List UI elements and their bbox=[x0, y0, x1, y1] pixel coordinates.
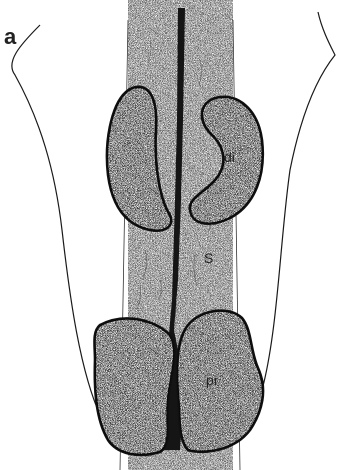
label-septum: S bbox=[204, 250, 213, 266]
proximal-element-right bbox=[177, 311, 263, 452]
label-distal: di bbox=[224, 149, 235, 165]
proximal-element-left bbox=[94, 318, 174, 454]
label-proximal: pr bbox=[206, 372, 219, 388]
panel-label: a bbox=[4, 24, 17, 49]
